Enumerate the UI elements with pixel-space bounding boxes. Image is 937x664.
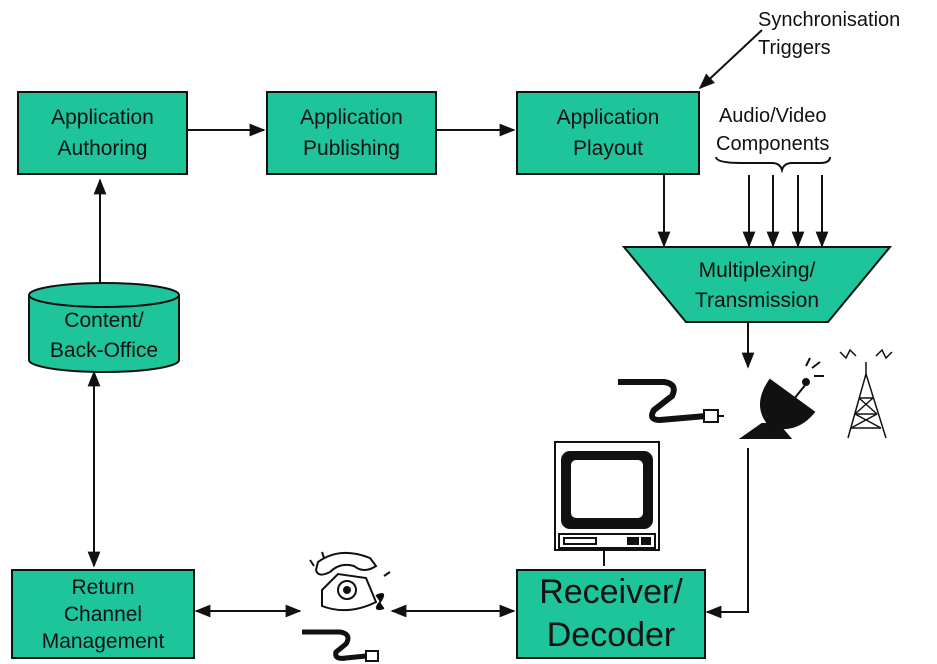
cable-icon [618, 379, 724, 424]
multiplexing-trapezoid [621, 246, 893, 323]
node-label: Decoder [546, 616, 676, 654]
label-line: Triggers [758, 37, 831, 59]
node-label: Application [51, 106, 154, 129]
node-label: Publishing [303, 137, 400, 160]
application-authoring-box: Application Authoring [17, 91, 188, 175]
node-label: Transmission [694, 289, 820, 312]
label-line: Synchronisation [758, 9, 901, 31]
node-label: Channel [63, 602, 143, 626]
arrow-dish-to-receiver [705, 448, 749, 619]
content-cylinder [28, 282, 180, 373]
content-backoffice-label: Content/ Back-Office [29, 305, 179, 367]
telephone-icon [309, 551, 391, 612]
phone-cable-icon [302, 629, 379, 662]
node-label: Receiver/ [539, 573, 683, 611]
node-label: Playout [572, 137, 644, 160]
av-components-label: Audio/Video Components [716, 102, 829, 158]
node-label: Application [556, 106, 660, 129]
node-label: Back-Office [49, 339, 159, 362]
node-label: Management [41, 629, 165, 653]
node-label: Content/ [64, 309, 144, 332]
application-publishing-box: Application Publishing [266, 91, 437, 175]
sync-triggers-label: Synchronisation Triggers [758, 6, 900, 62]
arrow-sync-triggers [698, 29, 763, 90]
node-label: Return [71, 575, 135, 599]
av-components-brace [715, 156, 831, 174]
multiplexing-label: Multiplexing/ Transmission [660, 255, 854, 317]
application-playout-box: Application Playout [516, 91, 700, 175]
satellite-dish-icon [738, 357, 824, 439]
node-label: Multiplexing/ [698, 259, 816, 282]
label-line: Audio/Video [718, 105, 827, 127]
television-icon [554, 441, 660, 566]
antenna-tower-icon [839, 348, 893, 439]
receiver-decoder-box: Receiver/ Decoder [516, 569, 706, 659]
label-line: Components [716, 133, 830, 155]
node-label: Application [300, 106, 403, 129]
return-channel-management-box: Return Channel Management [11, 569, 195, 659]
node-label: Authoring [57, 137, 148, 160]
